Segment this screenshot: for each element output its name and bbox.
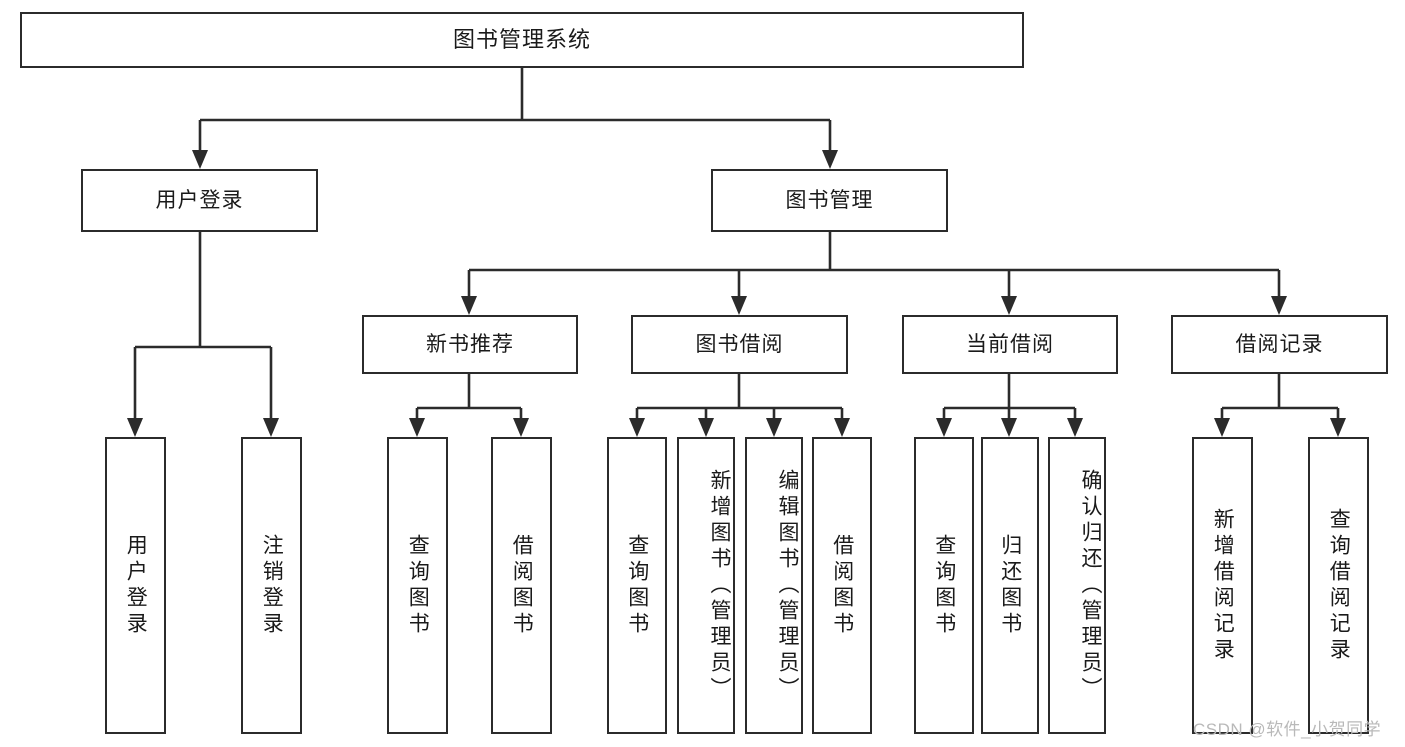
node-book-borrow[interactable]: 图书借阅 xyxy=(631,315,848,374)
leaf-book-borrow-borrow-books[interactable]: 借阅图书 xyxy=(812,437,872,734)
node-root-book-management-system[interactable]: 图书管理系统 xyxy=(20,12,1024,68)
node-borrow-record[interactable]: 借阅记录 xyxy=(1171,315,1388,374)
leaf-current-borrow-confirm-return-admin[interactable]: 确认归还（管理员） xyxy=(1048,437,1106,734)
node-current-borrow[interactable]: 当前借阅 xyxy=(902,315,1118,374)
node-user-login[interactable]: 用户登录 xyxy=(81,169,318,232)
node-new-book-recommend[interactable]: 新书推荐 xyxy=(362,315,578,374)
node-book-management[interactable]: 图书管理 xyxy=(711,169,948,232)
leaf-new-book-borrow-books[interactable]: 借阅图书 xyxy=(491,437,552,734)
leaf-book-borrow-query-books[interactable]: 查询图书 xyxy=(607,437,667,734)
leaf-book-borrow-edit-book-admin[interactable]: 编辑图书（管理员） xyxy=(745,437,803,734)
leaf-new-book-query-books[interactable]: 查询图书 xyxy=(387,437,448,734)
leaf-current-borrow-return-books[interactable]: 归还图书 xyxy=(981,437,1039,734)
csdn-watermark: CSDN @软件_小贺同学 xyxy=(1193,720,1382,739)
leaf-borrow-record-query-record[interactable]: 查询借阅记录 xyxy=(1308,437,1369,734)
leaf-current-borrow-query-books[interactable]: 查询图书 xyxy=(914,437,974,734)
leaf-user-login-logout[interactable]: 注销登录 xyxy=(241,437,302,734)
leaf-user-login-signin[interactable]: 用户登录 xyxy=(105,437,166,734)
leaf-borrow-record-add-record[interactable]: 新增借阅记录 xyxy=(1192,437,1253,734)
leaf-book-borrow-add-book-admin[interactable]: 新增图书（管理员） xyxy=(677,437,735,734)
